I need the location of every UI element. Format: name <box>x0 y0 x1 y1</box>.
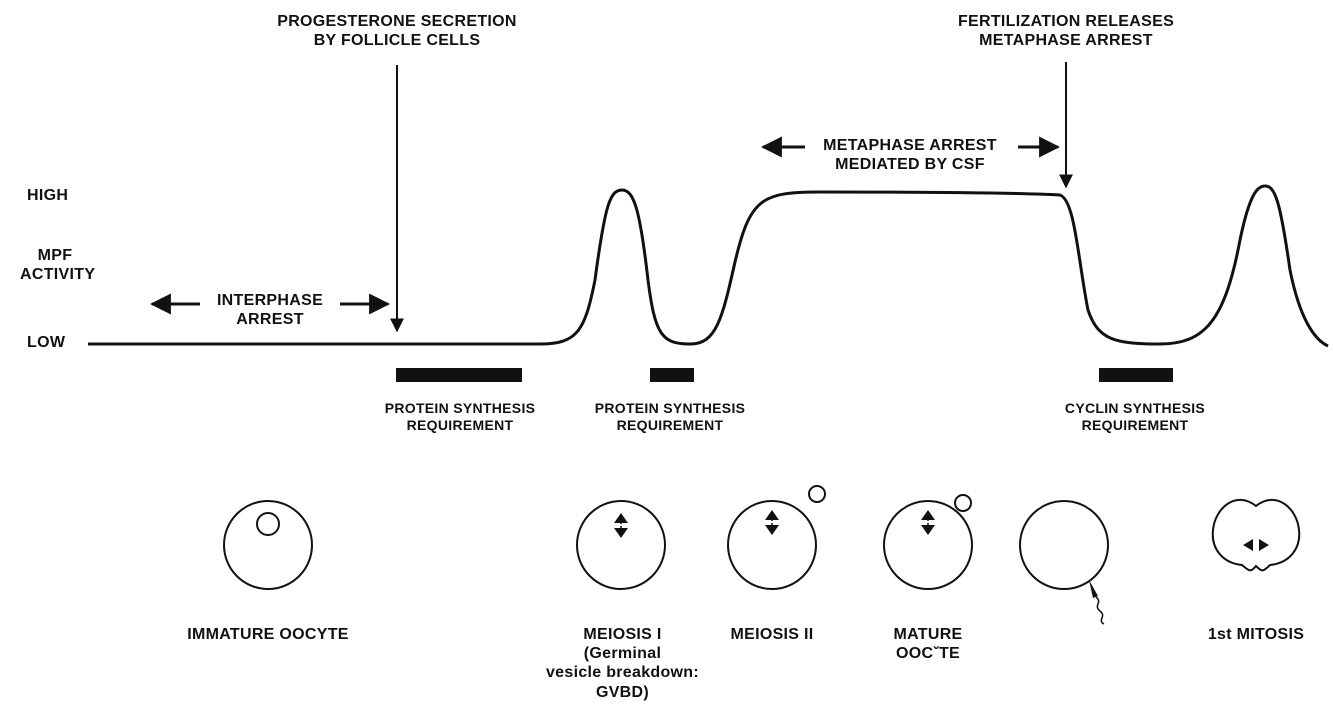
interphase-arrest-annotation: INTERPHASE ARREST <box>195 291 345 329</box>
first-mitosis-cell-icon <box>1211 499 1301 572</box>
requirement-2-line2: REQUIREMENT <box>616 416 724 433</box>
stage-label-meiosis-ii: MEIOSIS II <box>702 625 842 644</box>
stage-3-line1: MATURE <box>893 626 963 643</box>
fertilization-line1: FERTILIZATION RELEASES <box>957 13 1175 30</box>
stage-2-line1: MEIOSIS II <box>730 626 814 643</box>
requirement-label-2: PROTEIN SYNTHESIS REQUIREMENT <box>560 400 780 434</box>
axis-low-label: LOW <box>27 334 66 351</box>
immature-oocyte-icon <box>223 500 313 590</box>
stage-1-line2: (Germinal <box>583 645 662 663</box>
requirement-bar-2 <box>650 368 694 382</box>
requirement-3-line2: REQUIREMENT <box>1081 416 1189 433</box>
interphase-line2: ARREST <box>236 311 304 329</box>
requirement-bar-1 <box>396 368 522 382</box>
fertilization-line2: METAPHASE ARREST <box>979 32 1153 50</box>
stage-label-immature-oocyte: IMMATURE OOCYTE <box>148 625 388 644</box>
requirement-label-3: CYCLIN SYNTHESIS REQUIREMENT <box>1025 400 1245 434</box>
axis-measure-line2: ACTIVITY <box>20 266 96 284</box>
requirement-1-line1: PROTEIN SYNTHESIS <box>384 400 536 416</box>
stage-1-line1: MEIOSIS I <box>583 626 662 643</box>
metaphase-arrest-line1: METAPHASE ARREST <box>823 137 997 154</box>
fertilized-egg-icon <box>1019 500 1109 625</box>
fertilization-annotation: FERTILIZATION RELEASES METAPHASE ARREST <box>906 12 1226 50</box>
progesterone-line1: PROGESTERONE SECRETION <box>277 13 517 30</box>
mpf-activity-curve <box>88 184 1329 348</box>
axis-high-label: HIGH <box>27 187 69 204</box>
stage-1-line3: vesicle breakdown: <box>545 664 700 682</box>
requirement-3-line1: CYCLIN SYNTHESIS <box>1064 400 1206 416</box>
requirement-label-1: PROTEIN SYNTHESIS REQUIREMENT <box>350 400 570 434</box>
stage-label-first-mitosis: 1st MITOSIS <box>1186 625 1326 644</box>
requirement-2-line1: PROTEIN SYNTHESIS <box>594 400 746 416</box>
stage-1-line4: GVBD) <box>595 683 650 701</box>
requirement-bar-3 <box>1099 368 1173 382</box>
metaphase-arrest-line2: MEDIATED BY CSF <box>835 156 985 174</box>
interphase-line1: INTERPHASE <box>216 292 324 309</box>
requirement-1-line2: REQUIREMENT <box>406 416 514 433</box>
stage-0-line1: IMMATURE OOCYTE <box>187 626 349 643</box>
metaphase-arrest-annotation: METAPHASE ARREST MEDIATED BY CSF <box>800 136 1020 174</box>
progesterone-line2: BY FOLLICLE CELLS <box>313 32 481 50</box>
progesterone-annotation: PROGESTERONE SECRETION BY FOLLICLE CELLS <box>237 12 557 50</box>
stage-label-meiosis-i: MEIOSIS I (Germinal vesicle breakdown: G… <box>540 625 705 702</box>
meiosis-i-oocyte-icon <box>576 500 666 590</box>
meiosis-ii-oocyte-icon <box>727 485 826 590</box>
stage-label-mature-oocyte: MATURE OOCˇTE <box>858 625 998 663</box>
stage-3-line2: OOCˇTE <box>895 645 961 663</box>
axis-measure-line1: MPF <box>37 247 73 264</box>
stage-5-line1: 1st MITOSIS <box>1207 626 1305 643</box>
axis-measure-label: MPF ACTIVITY <box>20 246 96 284</box>
mature-oocyte-icon <box>883 494 973 590</box>
